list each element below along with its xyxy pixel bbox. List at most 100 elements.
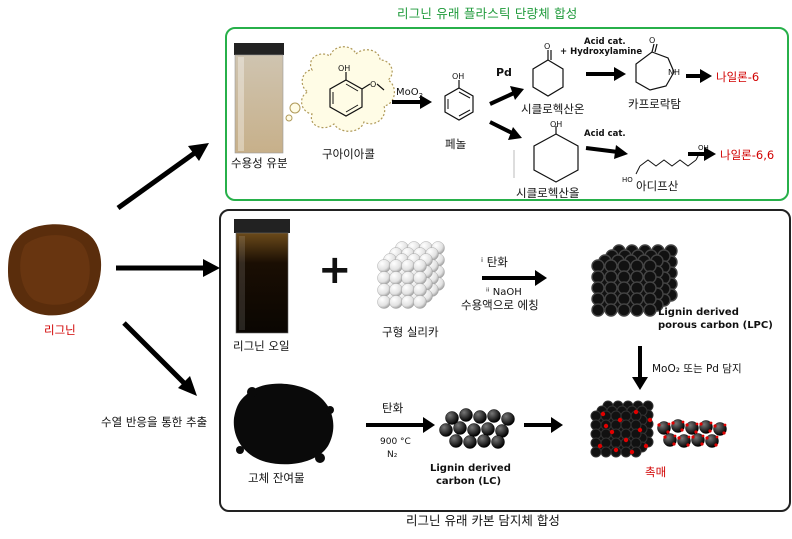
- metal-particle: [713, 424, 717, 428]
- moo2-reagent-label: MoO2: [396, 86, 423, 103]
- silica-sphere: [401, 295, 415, 309]
- silica-sphere: [413, 271, 427, 285]
- lc-label-2: carbon (LC): [436, 476, 502, 487]
- metal-particle: [603, 423, 609, 429]
- carbon-cell: [630, 292, 644, 306]
- silica-sphere: [401, 271, 415, 285]
- solid-residue-label: 고체 잔여물: [248, 471, 305, 485]
- adipic-acid-label: 아디프산: [636, 179, 679, 193]
- metal-particle: [701, 434, 705, 438]
- silica-sphere: [389, 283, 403, 297]
- bottom-section-title: 리그닌 유래 카본 담지체 합성: [406, 513, 560, 528]
- silica-sphere: [389, 259, 403, 273]
- metal-particle: [672, 442, 676, 446]
- carbon-cell: [591, 281, 605, 295]
- metal-particle: [685, 423, 689, 427]
- catalyst-cell: [620, 446, 632, 458]
- metal-particle: [613, 447, 619, 453]
- guaiacol-oh: OH: [338, 64, 351, 73]
- loading-label: MoO₂ 또는 Pd 담지: [652, 363, 742, 375]
- gas-label: N₂: [387, 450, 398, 460]
- carbon-cell: [617, 281, 631, 295]
- lc-sphere: [459, 408, 473, 422]
- hydroxylamine-arrow: [586, 67, 626, 81]
- pd-arrow-down: [489, 120, 522, 140]
- carbon-cell: [617, 270, 631, 284]
- metal-particle: [671, 421, 675, 425]
- carbon-cell: [604, 292, 618, 306]
- metal-particle: [663, 435, 667, 439]
- carbon-cell: [643, 281, 657, 295]
- adipic-oh: OH: [698, 144, 709, 152]
- metal-particle: [677, 436, 681, 440]
- metal-particle: [600, 411, 606, 417]
- catalyst-spheres-image: [657, 419, 727, 448]
- lignin-oil-label: 리그닌 오일: [233, 339, 290, 353]
- carbon-cell: [591, 292, 605, 306]
- silica-sphere: [377, 271, 391, 285]
- phenol-oh: OH: [452, 72, 465, 81]
- guaiacol-label: 구아이아콜: [322, 147, 375, 161]
- silica-sphere: [377, 295, 391, 309]
- moo2-text: MoO: [396, 87, 419, 98]
- cyclohexanone-label: 시클로헥산온: [521, 102, 585, 116]
- metal-particle: [700, 442, 704, 446]
- carbon-cell: [617, 292, 631, 306]
- etching-arrow: [482, 270, 547, 286]
- hydroxylamine-label: + Hydroxylamine: [560, 47, 643, 57]
- metal-particle: [722, 431, 726, 435]
- pd-reagent-label: Pd: [496, 66, 512, 79]
- carbon-cell: [630, 270, 644, 284]
- plus-sign: +: [318, 247, 352, 293]
- cyclohexanol-label: 시클로헥산올: [516, 186, 580, 200]
- carbon-cell: [630, 303, 644, 317]
- lc-sphere: [453, 421, 467, 435]
- adipic-ho: HO: [622, 176, 633, 184]
- thought-bubble: [285, 114, 293, 122]
- carbon-cell: [604, 270, 618, 284]
- guaiacol-thought-cloud: [301, 46, 395, 132]
- metal-particle: [623, 437, 629, 443]
- lc-sphere: [487, 409, 501, 423]
- metal-particle: [629, 449, 635, 455]
- carbon-cell: [617, 259, 631, 273]
- arrow-to-bottom: [122, 321, 197, 396]
- lc-sphere: [449, 434, 463, 448]
- caprolactam-nh: NH: [668, 68, 680, 77]
- phenol-label: 페놀: [445, 137, 467, 151]
- lc-sphere: [481, 422, 495, 436]
- nylon66-arrow: [688, 147, 716, 161]
- carbon-cell: [604, 281, 618, 295]
- cyclohexanol-structure: [533, 126, 579, 183]
- metal-particle: [609, 429, 615, 435]
- catalyst-cell: [600, 446, 612, 458]
- carbon-support-frame: [219, 209, 791, 512]
- metal-particle: [705, 436, 709, 440]
- lpc-label-2: porous carbon (LPC): [658, 320, 773, 331]
- metal-particle: [694, 430, 698, 434]
- carbon-cell: [617, 303, 631, 317]
- silica-sphere: [401, 259, 415, 273]
- metal-particle: [695, 422, 699, 426]
- nylon6-arrow: [686, 69, 712, 83]
- lc-sphere: [491, 435, 505, 449]
- solid-residue-image: [233, 383, 334, 465]
- arrow-to-top: [116, 143, 209, 211]
- metal-particle: [681, 420, 685, 424]
- moo2-subscript: 2: [418, 92, 424, 100]
- cyclohexanone-o: O: [544, 42, 551, 51]
- caprolactam-label: 카프로락탐: [628, 97, 681, 111]
- metal-particle: [673, 434, 677, 438]
- naoh-step-label: ⁱⁱ NaOH: [486, 287, 522, 298]
- carbon-cell: [643, 259, 657, 273]
- moo2-arrow: [392, 95, 432, 109]
- nylon66-label: 나일론-6,6: [720, 148, 775, 162]
- silica-sphere: [401, 283, 415, 297]
- loading-arrow: [632, 346, 648, 390]
- metal-particle: [597, 443, 603, 449]
- lc-label-1: Lignin derived: [430, 463, 511, 474]
- silica-label: 구형 실리카: [382, 325, 439, 339]
- carbon-cell: [604, 303, 618, 317]
- thought-bubble: [289, 102, 301, 114]
- catalyst-cell: [590, 446, 602, 458]
